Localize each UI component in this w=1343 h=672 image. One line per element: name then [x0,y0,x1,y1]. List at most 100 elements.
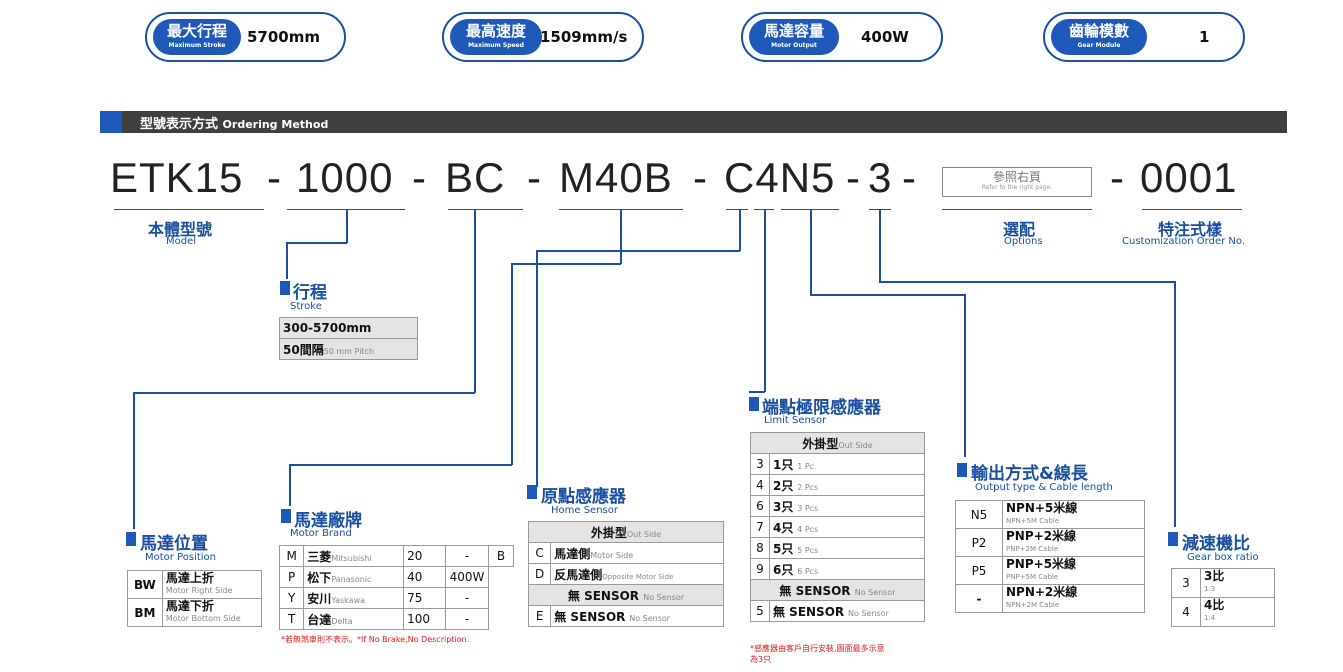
limit-code: 7 [750,516,770,538]
code-dash: - [1110,154,1125,201]
code-dash: - [693,154,708,201]
connector-line [289,464,512,466]
brand-size: 75 [403,587,446,609]
brand-size: 40 [403,566,446,588]
code-dash: - [527,154,542,201]
brand-name: 安川Yaskawa [303,587,405,609]
motor-position-code: BW [127,570,163,599]
underline-model [114,209,264,210]
options-box-label-en: Refer to the right page. [981,184,1053,191]
section-marker [1168,532,1178,546]
home-desc: 反馬達側Opposite Motor Side [550,563,724,585]
underline-options [942,209,1092,210]
section-marker [126,532,136,546]
stroke-table: 300-5700mm 50間隔50 mm Pitch [279,317,418,360]
home-code: C [527,542,552,564]
connector-line [133,392,475,394]
spec-max-speed: 最高速度 Maximum Speed 1509mm/s [442,12,644,62]
options-box-label: 參照右頁 [992,170,1041,184]
connector-line [286,242,288,279]
bar-accent [100,111,122,133]
code-dash: - [902,154,917,201]
label-custom-en: Customization Order No. [1122,236,1245,247]
spec-badge: 馬達容量 Motor Output [749,19,839,55]
limit-code: 4 [750,474,770,496]
ordering-title: 型號表示方式 Ordering Method [140,117,329,132]
section-marker [527,485,537,499]
spec-label: 齒輪模數 [1068,22,1129,40]
connector-line [286,242,347,244]
label-options: 選配 [1003,220,1036,239]
limit-code: 6 [750,495,770,517]
output-code: P2 [955,528,1003,557]
limit-sensor-header: 外掛型Out Side [750,432,925,454]
code-model: ETK15 [110,154,244,201]
connector-line [810,209,812,295]
connector-line [810,294,965,296]
brand-size: 100 [403,608,446,630]
code-motor: M40B [559,154,673,201]
output-code: N5 [955,500,1003,529]
output-type-title: 輸出方式&線長 [971,464,1088,484]
connector-line [879,281,1175,283]
gear-ratio-title: 減速機比 [1182,534,1250,554]
connector-line [1174,281,1176,527]
connector-line [964,294,966,457]
stroke-range: 300-5700mm [279,317,418,339]
brand-code: Y [278,587,305,609]
spec-label-en: Gear Module [1077,42,1121,49]
limit-code: 5 [750,600,770,622]
spec-value: 5700mm [247,28,321,46]
spec-gear-module: 齒輪模數 Gear Module 1 [1043,12,1245,62]
code-gear: 3 [868,154,893,201]
connector-line [346,209,348,243]
spec-label: 最高速度 [465,22,526,40]
connector-line [739,209,741,251]
spec-label-en: Maximum Speed [468,42,524,49]
brand-watt: 400W [445,566,489,588]
spec-label: 最大行程 [166,22,227,40]
connector-line [749,391,765,393]
limit-desc: 2只 2 Pcs [769,474,925,496]
spec-label-en: Maximum Stroke [168,42,226,49]
section-marker [749,397,759,411]
brand-code: P [278,566,305,588]
section-marker [957,463,967,477]
code-stroke: 1000 [296,154,394,201]
home-code: D [527,563,552,585]
options-box: 參照右頁 Refer to the right page. [942,167,1092,197]
label-model: 本體型號 [148,220,213,239]
limit-sensor-title-en: Limit Sensor [764,415,827,426]
home-none-header: 無 SENSOR No Sensor [528,584,724,606]
motor-position-code: BM [127,598,163,627]
home-sensor-header: 外掛型Out Side [528,521,724,543]
output-code: - [955,584,1003,613]
limit-desc: 6只 6 Pcs [769,558,925,580]
output-type-title-en: Output type & Cable length [975,482,1113,493]
home-code: E [527,605,552,627]
limit-desc: 5只 5 Pcs [769,537,925,559]
limit-desc: 1只 1 Pc [769,453,925,475]
output-code: P5 [955,556,1003,585]
brand-brake [489,609,514,630]
limit-desc: 4只 4 Pcs [769,516,925,538]
code-position: BC [445,154,506,201]
spec-max-stroke: 最大行程 Maximum Stroke 5700mm [145,12,346,62]
connector-line [289,464,291,506]
motor-brand-note: *若無煞車則不表示。*If No Brake,No Description. [281,635,470,644]
spec-value: 1 [1199,28,1210,46]
underline-position [448,209,523,210]
home-sensor-table: 外掛型Out Side C 馬達側Motor Side D 反馬達側Opposi… [527,521,724,627]
connector-line [133,392,135,529]
connector-line [511,263,621,265]
limit-desc: 無 SENSOR No Sensor [769,600,925,622]
connector-line [536,250,740,252]
brand-code: M [278,545,305,567]
home-desc: 馬達側Motor Side [550,542,724,564]
motor-brand-title: 馬達廠牌 [294,511,362,531]
